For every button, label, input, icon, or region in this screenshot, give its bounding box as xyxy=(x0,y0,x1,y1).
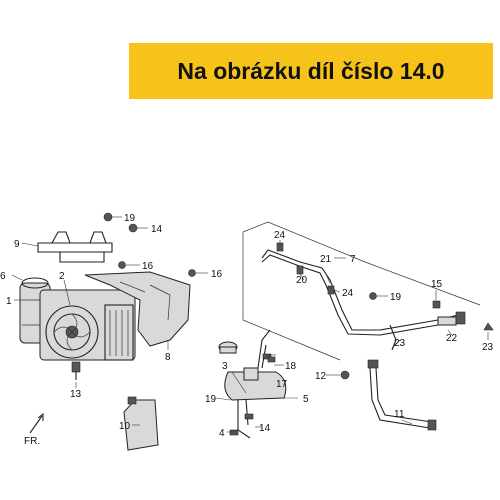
callout-8: 8 xyxy=(165,352,171,363)
callout-2: 2 xyxy=(59,271,65,282)
callout-5: 5 xyxy=(303,394,309,405)
callout-24-upper: 24 xyxy=(274,230,286,241)
bolt-15 xyxy=(432,300,441,309)
bolt-19-left xyxy=(103,212,113,222)
radiator xyxy=(39,289,136,361)
part-number-banner: Na obrázku díl číslo 14.0 xyxy=(129,43,493,99)
callout-1: 1 xyxy=(6,296,12,307)
callout-3: 3 xyxy=(222,361,228,372)
callout-19-upper: 19 xyxy=(124,213,136,224)
callout-6: 6 xyxy=(0,271,6,282)
callout-19-right: 19 xyxy=(390,292,402,303)
callout-14-upper: 14 xyxy=(151,224,163,235)
tank-cap xyxy=(218,341,238,354)
mounting-bracket xyxy=(37,231,113,263)
plug-12 xyxy=(340,370,350,380)
bolt-16-center xyxy=(118,261,126,269)
callout-14-lower: 14 xyxy=(259,423,271,434)
outlet-pipe xyxy=(437,311,466,326)
callout-9: 9 xyxy=(14,239,20,250)
cooling-fan xyxy=(45,305,99,359)
bolt-14-left xyxy=(128,223,138,233)
callout-23-center: 23 xyxy=(394,338,406,349)
hose-assembly-outline xyxy=(242,221,481,361)
nut-23-right xyxy=(483,322,494,331)
clamp-20 xyxy=(296,265,304,275)
callout-19-lower: 19 xyxy=(205,394,217,405)
tank-hoses xyxy=(229,329,272,439)
clamp-18 xyxy=(267,356,276,363)
clamp-24-mid xyxy=(327,285,335,295)
callout-18: 18 xyxy=(285,361,297,372)
callout-23-right: 23 xyxy=(482,342,494,353)
callout-10: 10 xyxy=(119,421,131,432)
callout-4: 4 xyxy=(219,428,225,439)
callout-12: 12 xyxy=(315,371,327,382)
clamp-19-right xyxy=(369,292,377,300)
temperature-sensor xyxy=(71,361,81,380)
lower-pipe xyxy=(367,359,437,431)
upper-hose xyxy=(261,249,459,336)
callout-22: 22 xyxy=(446,333,458,344)
callout-20: 20 xyxy=(296,275,308,286)
front-direction-arrow: FR. xyxy=(24,412,44,447)
direction-label: FR. xyxy=(24,436,40,447)
callout-15: 15 xyxy=(431,279,443,290)
air-duct xyxy=(84,271,191,347)
callout-11: 11 xyxy=(394,409,405,420)
clamp-24-upper xyxy=(276,242,284,252)
callout-17: 17 xyxy=(276,379,288,390)
lower-bracket xyxy=(123,396,159,451)
callout-16-right: 16 xyxy=(211,269,223,280)
bolt-16-right xyxy=(188,269,196,277)
callout-21: 21 xyxy=(320,254,332,265)
callout-24-mid: 24 xyxy=(342,288,354,299)
callout-16-center: 16 xyxy=(142,261,154,272)
banner-text: Na obrázku díl číslo 14.0 xyxy=(177,57,445,84)
callout-7: 7 xyxy=(350,254,356,265)
callout-13: 13 xyxy=(70,389,82,400)
